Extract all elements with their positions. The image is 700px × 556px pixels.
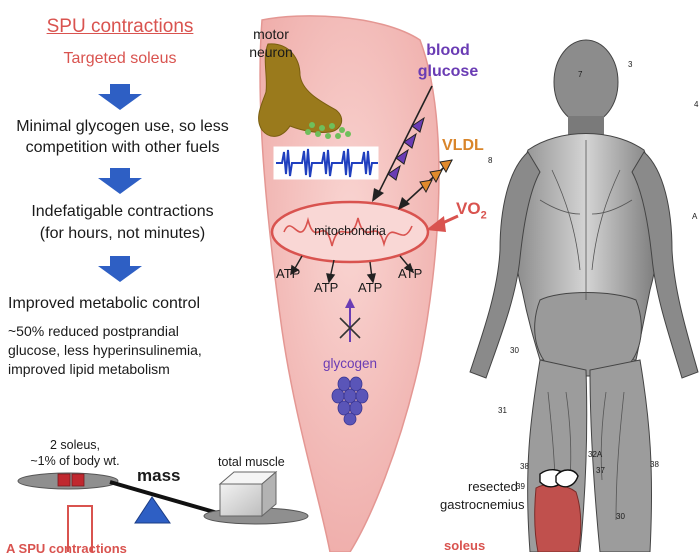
anatomy-number: 7 (578, 70, 583, 79)
atp-label-4: ATP (398, 266, 423, 281)
anatomy-number: 37 (596, 466, 605, 475)
vo2-label: VO2 (456, 199, 487, 221)
soleus-mass-label-2: ~1% of body wt. (30, 454, 120, 468)
neurotransmitter-dots (305, 122, 351, 139)
anatomy-number: 38 (650, 460, 659, 469)
resected-label-2: gastrocnemius (440, 497, 525, 512)
soleus-mass-label-1: 2 soleus, (49, 438, 101, 452)
step3-line2: glucose, less hyperinsulinemia, (8, 342, 202, 358)
atp-arrows (290, 255, 415, 284)
atp-label-3: ATP (358, 280, 383, 295)
balance-beam (109, 480, 229, 518)
atp-label-2: ATP (314, 280, 339, 295)
motor-neuron-label-1: motor (253, 26, 289, 42)
subtitle: Targeted soleus (63, 50, 177, 67)
total-muscle-label: total muscle (218, 455, 285, 469)
glycogen-label: glycogen (322, 356, 378, 371)
vo2-main: VO (456, 199, 481, 218)
soleus-label: soleus (444, 538, 486, 553)
anatomy-number: 39 (516, 482, 525, 491)
glycogen-cluster (331, 376, 369, 426)
glycogen-arrow (339, 298, 361, 342)
anatomy-number: 30 (616, 512, 625, 521)
mitochondria-label: mitochondria (314, 224, 386, 238)
anatomy-number: 3 (628, 60, 633, 69)
atp-label-1: ATP (276, 266, 301, 281)
vo2-arrow (426, 214, 459, 232)
soleus-highlight (534, 484, 582, 552)
balance-scale (17, 470, 309, 525)
fulcrum (134, 496, 171, 524)
anatomy-number: 8 (488, 156, 493, 165)
blood-glucose-label-1: blood (426, 42, 470, 59)
mitochondria-cristae (283, 216, 413, 247)
step1-line1: Minimal glycogen use, so less (16, 118, 229, 135)
blood-glucose-label-2: glucose (417, 63, 479, 80)
anatomy-number: 32A (588, 450, 603, 459)
anatomy-number: 4 (694, 100, 699, 109)
step3-title: Improved metabolic control (8, 295, 201, 312)
bottom-cut-text: A SPU contractions (6, 541, 127, 556)
motor-neuron-label-2: neuron (249, 44, 293, 60)
step3-line3: improved lipid metabolism (8, 361, 170, 377)
vldl-label: VLDL (442, 137, 484, 154)
anatomy-number: 38 (520, 462, 529, 471)
flow-arrows (98, 84, 142, 282)
step1-line2: competition with other fuels (25, 139, 220, 156)
emg-signal (276, 148, 378, 178)
anatomy-number: 31 (498, 406, 507, 415)
blood-glucose-arrow (372, 85, 433, 202)
bottom-bracket (67, 505, 93, 552)
step2-line1: Indefatigable contractions (31, 203, 214, 220)
step2-line2: (for hours, not minutes) (39, 225, 206, 242)
anatomy-number: 30 (510, 346, 519, 355)
title: SPU contractions (46, 16, 194, 37)
resected-label-1: resected (468, 479, 518, 494)
step3-line1: ~50% reduced postprandial (8, 323, 179, 339)
vldl-arrow (398, 159, 453, 210)
vo2-subscript: 2 (480, 209, 487, 222)
mass-label: mass (137, 466, 181, 485)
anatomy-figure (469, 39, 699, 552)
anatomy-number: A (692, 212, 698, 221)
